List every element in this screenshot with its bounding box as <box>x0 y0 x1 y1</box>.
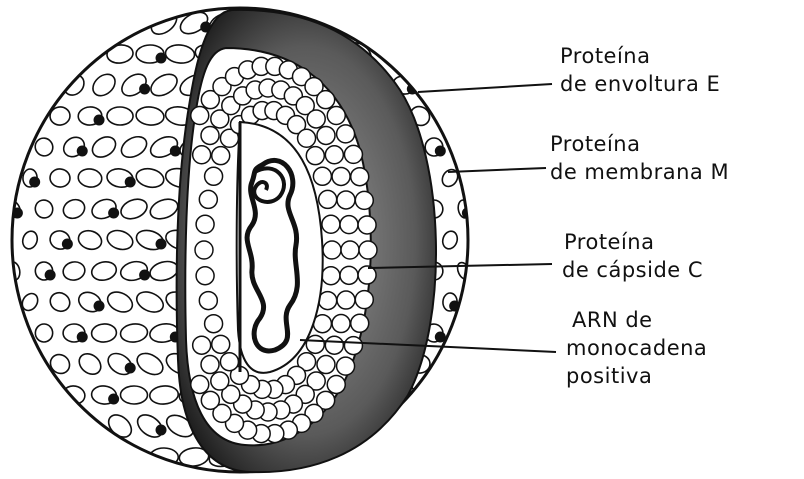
capsid-bead <box>195 241 213 259</box>
envelope-protein-scale <box>35 324 53 343</box>
capsid-bead <box>337 291 355 309</box>
capsid-bead <box>322 267 340 285</box>
capsid-bead <box>317 126 335 144</box>
capsid-bead <box>306 335 324 353</box>
capsid-bead <box>307 110 325 128</box>
envelope-protein-scale <box>107 107 133 126</box>
leader-membrane <box>448 168 546 172</box>
membrane-protein-dot <box>139 270 150 281</box>
membrane-protein-dot <box>108 208 119 219</box>
capsid-bead <box>355 191 373 209</box>
capsid-bead <box>319 190 337 208</box>
capsid-bead <box>211 372 229 390</box>
capsid-bead <box>201 126 219 144</box>
membrane-protein-dot <box>77 146 88 157</box>
capsid-bead <box>322 215 340 233</box>
capsid-bead <box>317 356 335 374</box>
capsid-bead <box>325 146 343 164</box>
capsid-bead <box>201 356 219 374</box>
capsid-bead <box>201 391 219 409</box>
label-rna-line2: monocadena <box>566 336 707 360</box>
capsid-bead <box>325 336 343 354</box>
membrane-protein-dot <box>62 239 73 250</box>
capsid-bead <box>298 129 316 147</box>
capsid-bead <box>205 167 223 185</box>
capsid-bead <box>337 191 355 209</box>
capsid-bead <box>344 337 362 355</box>
membrane-protein-dot <box>125 177 136 188</box>
membrane-protein-dot <box>139 84 150 95</box>
capsid-bead <box>193 146 211 164</box>
capsid-bead <box>344 145 362 163</box>
capsid-bead <box>332 167 350 185</box>
label-capsid-line2: de cápside C <box>562 258 703 282</box>
membrane-protein-dot <box>77 332 88 343</box>
capsid-bead <box>196 267 214 285</box>
envelope-protein-scale <box>120 386 147 404</box>
membrane-protein-dot <box>29 177 40 188</box>
capsid-bead <box>196 215 214 233</box>
capsid-bead <box>319 292 337 310</box>
membrane-protein-dot <box>125 363 136 374</box>
capsid-bead <box>191 375 209 393</box>
capsid-bead <box>332 315 350 333</box>
membrane-protein-dot <box>94 301 105 312</box>
capsid-bead <box>323 241 341 259</box>
membrane-protein-dot <box>435 146 446 157</box>
capsid-bead <box>337 357 355 375</box>
membrane-protein-dot <box>94 115 105 126</box>
membrane-protein-dot <box>108 394 119 405</box>
capsid-bead <box>355 291 373 309</box>
capsid-bead <box>337 125 355 143</box>
capsid-bead <box>220 353 238 371</box>
label-membrane-line2: de membrana M <box>550 160 729 184</box>
capsid-bead <box>193 336 211 354</box>
capsid-bead <box>351 168 369 186</box>
capsid-bead <box>199 292 217 310</box>
membrane-protein-dot <box>170 146 181 157</box>
leader-envelope <box>418 84 552 92</box>
envelope-protein-scale <box>91 323 117 343</box>
label-capsid-line1: Proteína <box>564 230 654 254</box>
label-envelope-line2: de envoltura E <box>560 72 720 96</box>
capsid-bead <box>199 190 217 208</box>
capsid-bead <box>327 107 345 125</box>
label-membrane-line1: Proteína <box>550 132 640 156</box>
membrane-protein-dot <box>156 239 167 250</box>
capsid-bead <box>340 266 358 284</box>
capsid-bead <box>212 335 230 353</box>
membrane-protein-dot <box>45 270 56 281</box>
capsid-bead <box>359 241 377 259</box>
label-rna-line1: ARN de <box>572 308 653 332</box>
capsid-bead <box>340 216 358 234</box>
capsid-bead <box>306 147 324 165</box>
label-rna-line3: positiva <box>566 364 652 388</box>
capsid-bead <box>205 315 223 333</box>
label-envelope-line1: Proteína <box>560 44 650 68</box>
capsid-bead <box>358 216 376 234</box>
capsid-bead <box>191 107 209 125</box>
capsid-bead <box>341 241 359 259</box>
membrane-protein-dot <box>156 425 167 436</box>
capsid-bead <box>317 91 335 109</box>
capsid-bead <box>212 147 230 165</box>
capsid-bead <box>351 314 369 332</box>
capsid-bead <box>313 167 331 185</box>
capsid-bead <box>327 375 345 393</box>
